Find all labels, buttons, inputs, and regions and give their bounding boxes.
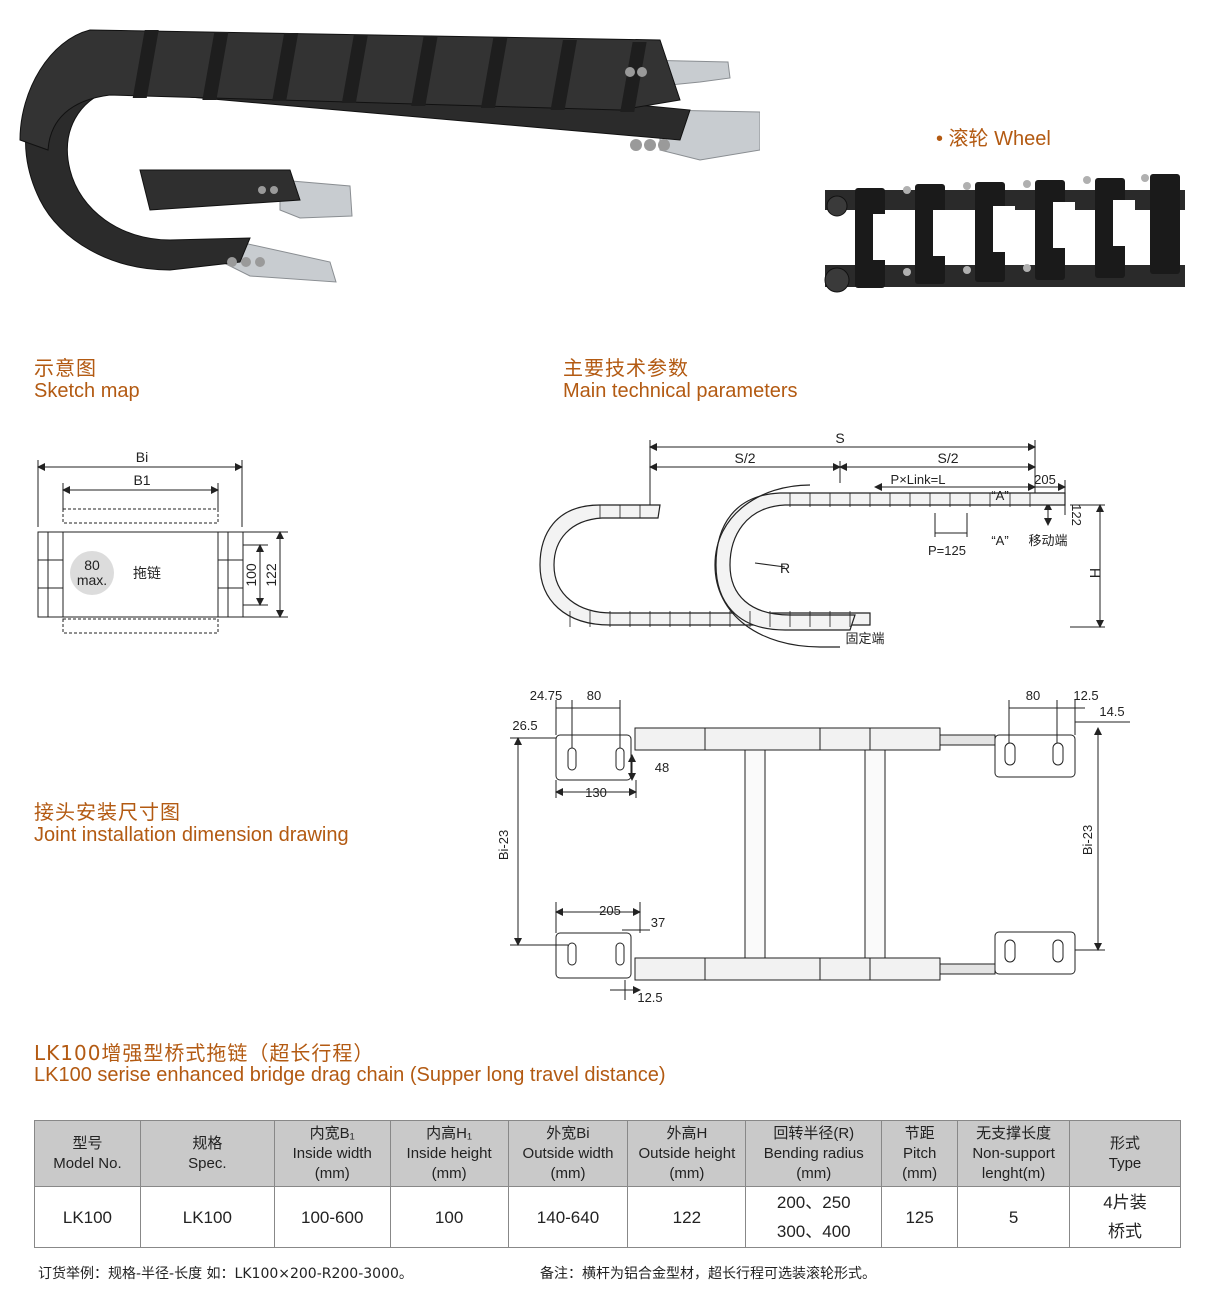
params-title-en: Main technical parameters xyxy=(563,380,798,402)
order-example-note: 订货举例：规格-半径-长度 如：LK100×200-R200-3000。 xyxy=(38,1266,413,1282)
d48-label: 48 xyxy=(655,760,669,775)
d205-label: 205 xyxy=(1034,472,1056,487)
cell-inside-width: 100-600 xyxy=(273,1186,391,1248)
d80-left-label: 80 xyxy=(587,688,601,703)
bi-label: Bi xyxy=(136,449,148,465)
bi23-right-label: Bi-23 xyxy=(1080,825,1095,855)
h122-label: 122 xyxy=(263,563,279,587)
cable-circle xyxy=(70,551,114,595)
chain-crossbars xyxy=(132,30,647,112)
bi23-left-label: Bi-23 xyxy=(496,830,511,860)
params-title-cn: 主要技术参数 xyxy=(563,356,689,380)
s-half-right-label: S/2 xyxy=(937,450,958,466)
wheel-chain-photo xyxy=(824,174,1185,293)
d2475-label: 24.75 xyxy=(530,688,563,703)
d125-right-label: 12.5 xyxy=(1073,688,1098,703)
circle-label-top: 80 xyxy=(84,557,100,573)
pxlink-label: P×Link=L xyxy=(891,472,946,487)
wheel-rollers xyxy=(824,195,850,293)
cell-non-support: 5 xyxy=(957,1186,1071,1248)
pitch-label: P=125 xyxy=(928,543,966,558)
chain-path xyxy=(539,484,1066,648)
cell-pitch: 125 xyxy=(881,1186,959,1248)
b1-label: B1 xyxy=(133,472,150,488)
series-title-en: LK100 serise enhanced bridge drag chain … xyxy=(34,1064,666,1086)
header-bending-radius: 回转半径(R)Bending radius(mm) xyxy=(745,1120,883,1187)
d122-label: 122 xyxy=(1069,504,1084,526)
fixed-end-label: 固定端 xyxy=(845,631,884,646)
h-label: H xyxy=(1087,568,1103,578)
d145-label: 14.5 xyxy=(1099,704,1124,719)
circle-label-bottom: max. xyxy=(77,572,107,588)
d80-right-label: 80 xyxy=(1026,688,1040,703)
d37-label: 37 xyxy=(651,915,665,930)
joint-title-cn: 接头安装尺寸图 xyxy=(34,800,181,824)
moving-end-label: 移动端 xyxy=(1028,533,1067,548)
a-bottom-label: “A” xyxy=(991,533,1008,548)
h100-label: 100 xyxy=(243,563,259,587)
a-top-label: “A” xyxy=(991,488,1008,503)
cell-outside-height: 122 xyxy=(627,1186,747,1248)
drag-chain-photo xyxy=(19,29,760,283)
technical-parameters-diagram: S S/2 S/2 P×Link=L 205 “A” “A” 移动端 122 H… xyxy=(539,430,1105,648)
remark-note: 备注：横杆为铝合金型材，超长行程可选装滚轮形式。 xyxy=(540,1266,876,1282)
wheel-label: • 滚轮 Wheel xyxy=(936,128,1051,150)
joint-title-en: Joint installation dimension drawing xyxy=(34,824,349,846)
s-half-left-label: S/2 xyxy=(734,450,755,466)
cell-inside-height: 100 xyxy=(389,1186,509,1248)
cell-outside-width: 140-640 xyxy=(507,1186,629,1248)
drag-chain-label: 拖链 xyxy=(133,565,161,581)
cell-spec: LK100 xyxy=(139,1186,275,1248)
joint-installation-diagram: 24.75 80 26.5 48 130 Bi-23 205 37 12.5 8… xyxy=(496,688,1130,1005)
d125-bottom-label: 12.5 xyxy=(637,990,662,1005)
d130-label: 130 xyxy=(585,785,607,800)
cell-type: 4片装桥式 xyxy=(1069,1186,1181,1248)
d265-label: 26.5 xyxy=(512,718,537,733)
d205-joint-label: 205 xyxy=(599,903,621,918)
radius-label: R xyxy=(780,560,790,576)
series-title-cn: LK100增强型桥式拖链（超长行程） xyxy=(34,1041,375,1065)
sketch-map-diagram: 80 max. 拖链 Bi B1 100 122 xyxy=(37,449,288,634)
cell-model: LK100 xyxy=(34,1186,141,1248)
sketch-title-en: Sketch map xyxy=(34,380,140,402)
s-label: S xyxy=(835,430,844,446)
chain-link-marks xyxy=(569,493,1031,627)
table-row: LK100 LK100 100-600 100 140-640 122 200、… xyxy=(34,1186,1181,1248)
sketch-title-cn: 示意图 xyxy=(34,356,97,380)
